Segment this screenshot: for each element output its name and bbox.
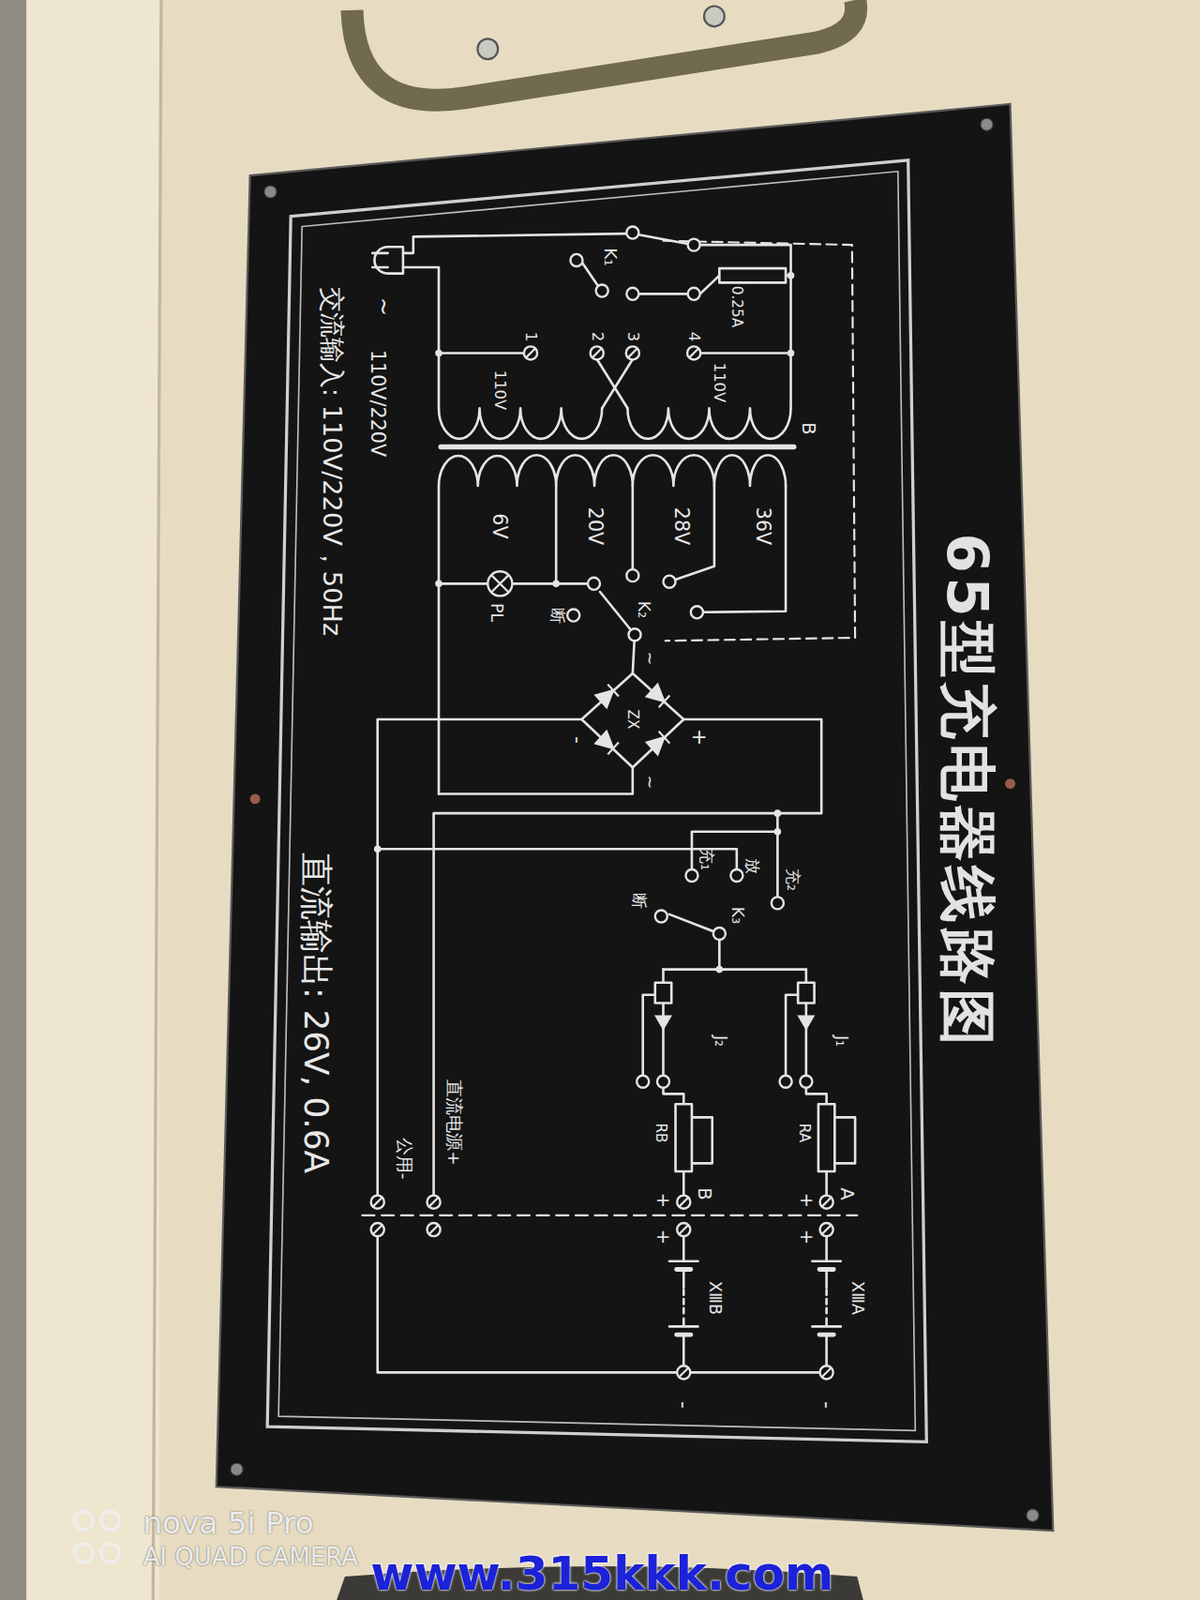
switch-position: 断	[548, 607, 567, 624]
component-label: PL	[486, 602, 505, 622]
polarity-sign: -	[566, 735, 589, 744]
terminal-number: 2	[588, 331, 606, 342]
component-label: RA	[795, 1123, 812, 1142]
terminal-name: A	[837, 1187, 858, 1200]
voltage-label: 28V	[671, 506, 693, 544]
polarity-sign: -	[815, 1400, 839, 1409]
battery-label: XⅢA	[848, 1281, 867, 1316]
component-label: J₂	[711, 1035, 730, 1047]
site-watermark: www.315kkk.com	[370, 1549, 834, 1597]
switch-position: 充₂	[782, 868, 801, 891]
polarity-sign: -	[672, 1400, 695, 1409]
polarity-sign: +	[653, 1192, 675, 1208]
camera-watermark: AI QUAD CAMERA	[142, 1542, 359, 1570]
terminal-name: 公用-	[394, 1137, 414, 1180]
voltage-label: 110V	[491, 370, 509, 410]
spec-note: 直流输出: 26V, 0.6A	[298, 852, 336, 1173]
terminal-number: 4	[685, 331, 703, 342]
switch-position: 放	[743, 856, 762, 873]
polarity-sign: +	[795, 1229, 817, 1245]
switch-position: 充₁	[697, 847, 716, 870]
fuse-rating: 0.25A	[728, 285, 745, 327]
switch-position: 断	[630, 892, 648, 909]
component-label: RB	[653, 1123, 670, 1143]
ac-symbol: ~	[640, 651, 659, 666]
terminal-number: 1	[522, 331, 540, 342]
component-label: B	[797, 421, 819, 435]
polarity-sign: +	[795, 1192, 817, 1208]
voltage-label: 110V/220V	[366, 349, 389, 457]
component-label: K₂	[633, 600, 652, 618]
terminal-number: 3	[624, 331, 642, 342]
component-label: J₁	[831, 1035, 850, 1047]
voltage-label: 20V	[584, 506, 606, 544]
plate-title: 65型充电器线路图	[935, 532, 999, 1050]
polarity-sign: +	[688, 728, 711, 746]
component-label: K₃	[727, 906, 746, 924]
component-label: ZX	[624, 709, 641, 730]
component-label: K₁	[600, 248, 620, 268]
spec-note: 交流输入: 110V/220V，50Hz	[317, 286, 346, 636]
voltage-label: 36V	[752, 506, 775, 544]
voltage-label: 110V	[710, 362, 728, 403]
camera-watermark: nova 5i Pro	[142, 1506, 314, 1541]
terminal-name: B	[693, 1187, 715, 1200]
battery-label: XⅢB	[705, 1281, 723, 1316]
terminal-name: 直流电源+	[444, 1080, 464, 1167]
voltage-label: 6V	[489, 512, 511, 539]
ac-symbol: ~	[640, 774, 659, 789]
ac-symbol: ~	[371, 296, 396, 315]
polarity-sign: +	[653, 1229, 675, 1245]
